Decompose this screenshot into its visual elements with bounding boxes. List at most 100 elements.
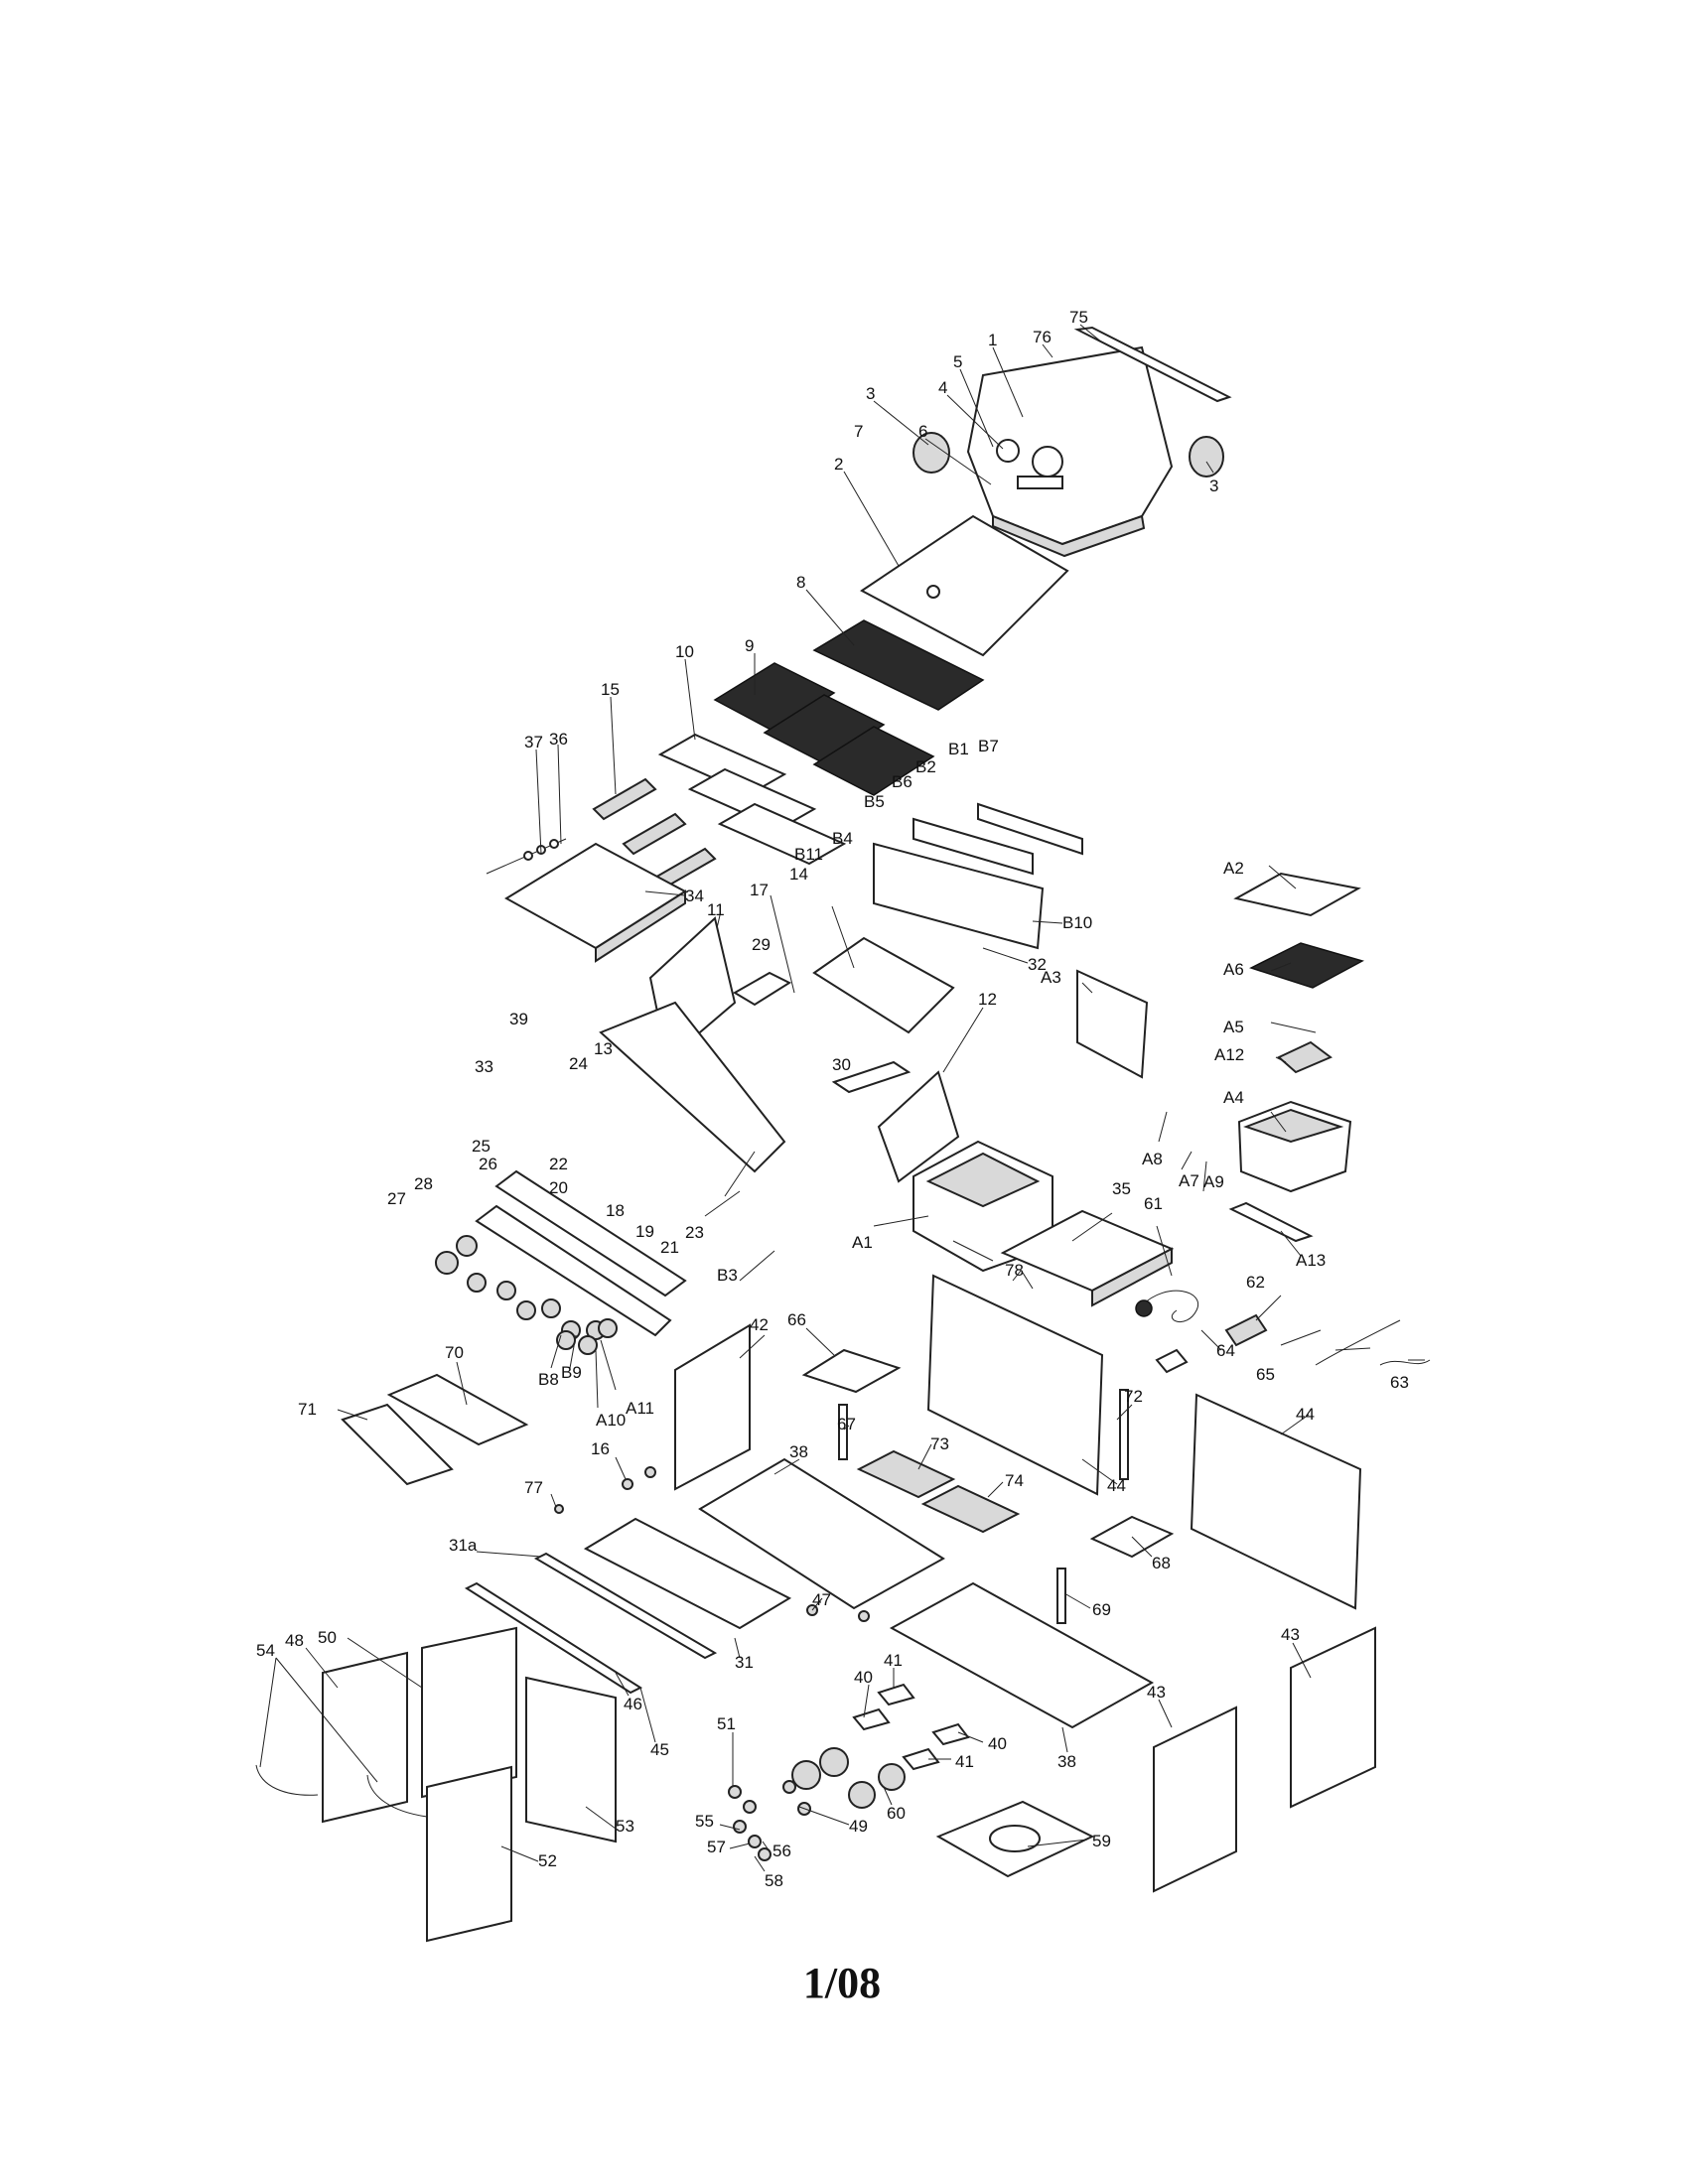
callout-label: A2 <box>1223 859 1244 878</box>
callout-label: B5 <box>864 792 885 811</box>
side-shelf-part <box>1000 1209 1175 1307</box>
callout-label: 5 <box>953 352 962 371</box>
callout-label: 64 <box>1216 1341 1235 1360</box>
callout-label: A11 <box>626 1399 654 1418</box>
bottom-tray-part <box>698 1457 945 1610</box>
callout-label: 50 <box>318 1628 337 1647</box>
cart-shelf-part <box>801 1348 902 1394</box>
tank-tray-part <box>935 1800 1095 1878</box>
callout-label: A8 <box>1142 1150 1163 1168</box>
callout-label: 66 <box>787 1310 806 1329</box>
cart-end-panel-part <box>1153 1626 1376 1893</box>
heat-shield-part <box>657 733 847 866</box>
callout-label: 38 <box>789 1442 808 1461</box>
leader-lines <box>259 324 1425 1872</box>
callout-label: 63 <box>1390 1373 1409 1392</box>
callout-label: 53 <box>616 1817 634 1836</box>
callout-label: 19 <box>635 1222 654 1241</box>
callout-label: 15 <box>601 680 620 699</box>
callout-label: 73 <box>930 1434 949 1453</box>
callout-label: 61 <box>1144 1194 1163 1213</box>
hardware-part <box>554 1466 870 1861</box>
callout-label: 3 <box>1209 477 1218 495</box>
side-burner-tub-part <box>1237 1100 1352 1193</box>
warming-rack-part <box>812 619 985 711</box>
callout-label: 56 <box>772 1842 791 1860</box>
callout-label: 27 <box>387 1189 406 1208</box>
control-knob-part <box>435 1235 618 1355</box>
callout-label: B4 <box>832 829 853 848</box>
callout-label: 44 <box>1296 1405 1315 1424</box>
side-burner-panel-part <box>1076 969 1149 1079</box>
callout-label: 18 <box>606 1201 625 1220</box>
cooking-grate-part <box>713 662 935 796</box>
callout-label: 26 <box>479 1155 497 1173</box>
callout-label: B2 <box>915 757 936 776</box>
heat-tray-part <box>812 936 955 1034</box>
gas-regulator-part <box>1135 1290 1431 1374</box>
callout-label: A13 <box>1296 1251 1326 1270</box>
callout-label: A4 <box>1223 1088 1244 1107</box>
callout-label: 20 <box>549 1178 568 1197</box>
callout-label: 9 <box>745 636 754 655</box>
hood-front-part <box>860 514 1069 657</box>
callout-label: 10 <box>675 642 694 661</box>
callout-label: 8 <box>796 573 805 592</box>
hood-part <box>966 345 1174 558</box>
callout-label: 72 <box>1124 1387 1143 1406</box>
callout-label: 43 <box>1147 1683 1166 1702</box>
callout-label: 65 <box>1256 1365 1275 1384</box>
burner-part <box>592 777 717 890</box>
callout-label: 6 <box>918 422 927 441</box>
callout-label: 31 <box>735 1653 754 1672</box>
callout-label: 59 <box>1092 1832 1111 1850</box>
cart-lower-shelf-part <box>889 1581 1155 1729</box>
ignitor-rod-part <box>486 838 567 875</box>
callout-label: 48 <box>285 1631 304 1650</box>
side-shelf-bar-part <box>1228 1201 1314 1243</box>
callout-labels: 75 76 1 5 4 6 3 7 3 2 8 9 10 15 37 36 B2… <box>256 308 1409 1890</box>
control-panel-part <box>475 1169 687 1337</box>
callout-label: 40 <box>854 1668 873 1687</box>
caster-bracket-part <box>852 1683 970 1771</box>
callout-label: B3 <box>717 1266 738 1285</box>
callout-label: 46 <box>624 1695 642 1713</box>
cutting-board-part <box>1233 872 1361 917</box>
callout-label: 14 <box>789 865 808 884</box>
callout-label: A10 <box>596 1411 626 1430</box>
rear-bar-part <box>1073 326 1232 403</box>
callout-label: 49 <box>849 1817 868 1836</box>
callout-label: 42 <box>750 1315 769 1334</box>
callout-label: A3 <box>1041 968 1061 987</box>
callout-label: 30 <box>832 1055 851 1074</box>
callout-label: 22 <box>549 1155 568 1173</box>
callout-label: 21 <box>660 1238 679 1257</box>
callout-label: 51 <box>717 1714 736 1733</box>
callout-label: 12 <box>978 990 997 1009</box>
callout-label: 28 <box>414 1174 433 1193</box>
callout-label: 35 <box>1112 1179 1131 1198</box>
callout-label: 57 <box>707 1838 726 1856</box>
cart-frame-part <box>674 1323 751 1491</box>
callout-label: 32 <box>1028 955 1047 974</box>
side-burner-box-part <box>912 1140 1053 1273</box>
callout-label: B6 <box>892 772 912 791</box>
callout-label: B1 <box>948 740 969 758</box>
callout-label: 60 <box>887 1804 906 1823</box>
callout-label: 11 <box>707 900 725 919</box>
end-cap-part <box>912 432 1224 478</box>
callout-label: 43 <box>1281 1625 1300 1644</box>
callout-label: 41 <box>955 1752 974 1771</box>
callout-label: 16 <box>591 1439 610 1458</box>
callout-label: 41 <box>884 1651 903 1670</box>
caster-wheel-part <box>791 1747 906 1809</box>
drip-rail-part <box>733 971 912 1094</box>
callout-label: 69 <box>1092 1600 1111 1619</box>
callout-label: 7 <box>854 422 863 441</box>
rear-panel-part <box>873 817 1045 950</box>
callout-label: A1 <box>852 1233 873 1252</box>
callout-label: 33 <box>475 1057 493 1076</box>
callout-label: A6 <box>1223 960 1244 979</box>
